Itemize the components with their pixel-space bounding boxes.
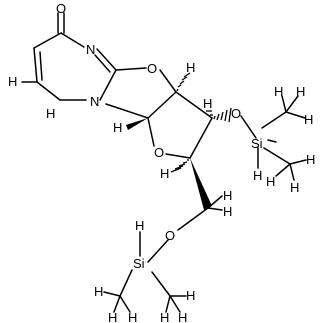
bond-ch3b-h1 <box>289 159 307 165</box>
oxazoline-ring <box>105 67 177 119</box>
pyrimidinone-ring <box>21 12 117 101</box>
bond-c3-c4 <box>33 47 38 83</box>
bond-c2-c3 <box>33 32 62 49</box>
hydrogen-c8-label: H <box>113 120 122 135</box>
silyl-ether-5 <box>103 195 223 313</box>
bond-o1-c7 <box>159 69 177 93</box>
bond-c3-c4-double <box>39 51 43 81</box>
bond-ch3a-h2-5 <box>113 295 121 313</box>
bond-c11-o4 <box>177 207 209 231</box>
wedge-c8-h <box>126 118 148 130</box>
atom-labels: O N N O O O Si O Si H H H H H H H H H H … <box>8 1 315 323</box>
hydrogen-c7-label: H <box>186 60 195 75</box>
bond-c8-o2 <box>147 117 155 147</box>
furanose-ring <box>147 91 213 159</box>
bond-ch3b-h2 <box>289 163 295 181</box>
hydrogen-me5a-3-label: H <box>128 310 137 323</box>
hydrogen-me3a-3-label: H <box>274 84 283 99</box>
bond-c6-n1 <box>96 48 117 71</box>
hydrogen-me3b-1-label: H <box>306 152 315 167</box>
hydrogen-si3-label: H <box>253 168 262 183</box>
silyl-ether-3 <box>240 95 307 181</box>
bond-ch3b-h2-5 <box>165 295 171 313</box>
hydrogen-si5-label: H <box>135 218 144 233</box>
bond-c4-c5 <box>36 81 61 101</box>
bond-ch3a-h3-5 <box>119 295 131 313</box>
hash-c7-h <box>176 72 191 92</box>
bond-ch3b-h3-5 <box>169 295 181 313</box>
ring-nitrogen-fused-label: N <box>90 94 99 109</box>
bond-c8-n2 <box>105 103 149 119</box>
bond-c11-h2 <box>207 195 223 209</box>
bond-c11-h1 <box>207 207 223 211</box>
bond-ch3b-h3 <box>275 163 291 177</box>
bond-c7-c8 <box>147 91 177 119</box>
silicon-3-label: Si <box>251 136 263 151</box>
hydrogen-me3a-2-label: H <box>304 112 313 127</box>
hydrogen-c10-label: H <box>203 96 212 111</box>
hydrogen-me3a-1-label: H <box>296 84 305 99</box>
hydrogen-me5b-1-label: H <box>186 288 195 303</box>
hydrogen-c11a-label: H <box>223 188 232 203</box>
bond-ch3a-h1-5 <box>103 291 121 297</box>
bond-si2-ch3b <box>151 271 171 297</box>
hydrogen-me5b-3-label: H <box>178 310 187 323</box>
hydrogen-me3b-3-label: H <box>266 174 275 189</box>
hydrogen-c11b-label: H <box>223 204 232 219</box>
bond-n2-c6 <box>99 69 117 101</box>
hydrogen-me5b-2-label: H <box>160 310 169 323</box>
bond-o4-si2 <box>147 239 169 263</box>
bond-c9-c10 <box>189 117 213 159</box>
oxazoline-oxygen-label: O <box>147 61 157 76</box>
bond-ch3a-h3 <box>281 95 287 113</box>
hydrogen-c4-label: H <box>8 74 17 89</box>
hydrogen-me5a-1-label: H <box>94 284 103 299</box>
silyl-oxygen-5-label: O <box>165 228 175 243</box>
hash-c10-h <box>206 110 213 116</box>
carbonyl-oxygen-label: O <box>56 1 66 16</box>
bond-ch3a-h1 <box>285 95 299 113</box>
hash-c9-h <box>170 159 189 173</box>
bond-o3-si1 <box>240 115 257 139</box>
hydrogen-c9-label: H <box>160 166 169 181</box>
bond-c6-o1 <box>115 67 147 71</box>
hydrogen-me5a-2-label: H <box>108 310 117 323</box>
bond-si2-ch3a <box>119 269 133 297</box>
hydrogen-c5-label: H <box>46 106 55 121</box>
bond-si1-ch3b <box>263 147 291 165</box>
bond-c6-n1-double <box>94 54 111 73</box>
hydrogen-me3b-2-label: H <box>290 180 299 195</box>
bond-si1-h-extra <box>267 139 277 143</box>
silicon-5-label: Si <box>133 256 145 271</box>
stereo-bonds <box>126 72 232 210</box>
ring-nitrogen-top-label: N <box>86 42 95 57</box>
bond-c2-n1 <box>60 32 85 48</box>
bond-o2-c9 <box>165 153 191 159</box>
bond-si1-ch3a <box>261 111 287 129</box>
bond-c10-c7 <box>175 91 213 119</box>
silyl-oxygen-3-label: O <box>231 106 241 121</box>
bond-ch3a-h2 <box>285 111 306 119</box>
hash-c10-o3 <box>213 107 232 123</box>
furanose-oxygen-label: O <box>154 145 164 160</box>
wedge-c9-c11 <box>190 158 212 210</box>
